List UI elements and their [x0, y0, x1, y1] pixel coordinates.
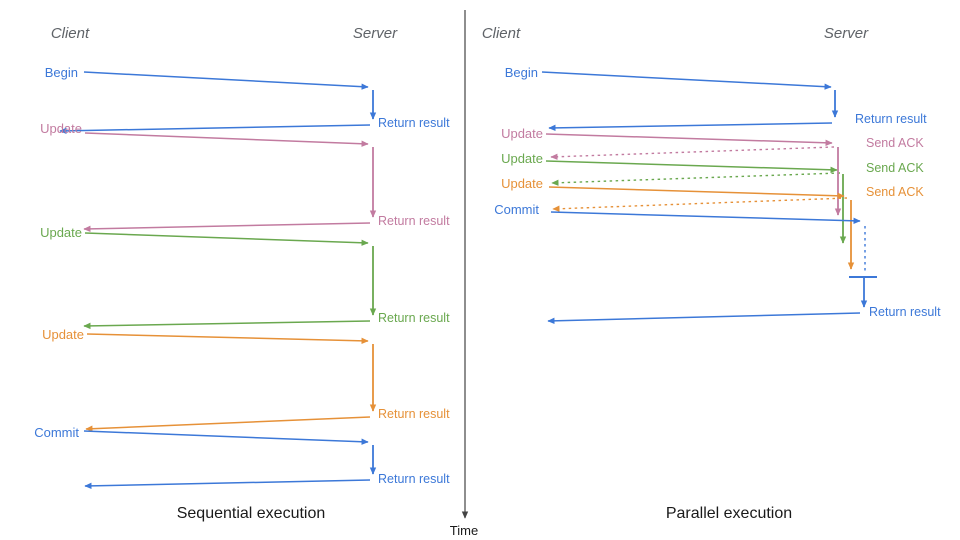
par-commit-return-line	[547, 312, 861, 325]
seq-op-label-update3: Update	[42, 327, 84, 342]
par-begin-return-line	[548, 122, 833, 132]
seq-return-label-5: Return result	[378, 472, 450, 486]
par-return-label-5: Return result	[869, 305, 941, 319]
par-op-label-begin: Begin	[505, 65, 538, 80]
seq-update3-request-line	[86, 333, 369, 345]
par-ack-label-2: Send ACK	[866, 161, 924, 175]
seq-commit-request-line	[83, 430, 369, 445]
par-op-label-update2: Update	[501, 151, 543, 166]
seq-return-label-1: Return result	[378, 116, 450, 130]
seq-return-label-3: Return result	[378, 311, 450, 325]
seq-begin-request-line	[83, 71, 369, 90]
par-ack-label-1: Send ACK	[866, 136, 924, 150]
seq-update3-return-line	[85, 416, 371, 432]
seq-update2-request-line	[84, 232, 369, 246]
seq-return-label-4: Return result	[378, 407, 450, 421]
par-return-label-1: Return result	[855, 112, 927, 126]
seq-op-label-update1: Update	[40, 121, 82, 136]
par-ack-label-3: Send ACK	[866, 185, 924, 199]
time-axis: Time	[450, 10, 478, 538]
par-server-header: Server	[824, 25, 869, 42]
par-update2-ack-line	[551, 172, 841, 186]
seq-op-label-begin: Begin	[45, 65, 78, 80]
par-client-header: Client	[482, 25, 521, 42]
par-op-label-update1: Update	[501, 126, 543, 141]
seq-return-label-2: Return result	[378, 214, 450, 228]
par-caption: Parallel execution	[666, 505, 792, 522]
seq-update1-return-line	[83, 222, 371, 233]
seq-client-header: Client	[51, 25, 90, 42]
seq-begin-return-line	[59, 124, 371, 135]
time-axis-label: Time	[450, 523, 478, 538]
parallel-panel: Client Server Begin Return result Update…	[482, 25, 941, 522]
seq-update1-request-line	[84, 132, 369, 147]
par-update3-request-line	[548, 186, 845, 200]
seq-server-header: Server	[353, 25, 398, 42]
par-op-label-commit: Commit	[494, 202, 539, 217]
seq-commit-return-line	[84, 479, 371, 490]
seq-update2-return-line	[83, 320, 371, 330]
par-update3-ack-line	[552, 197, 848, 212]
par-update2-request-line	[545, 160, 838, 173]
seq-caption: Sequential execution	[177, 505, 326, 522]
par-op-label-update3: Update	[501, 176, 543, 191]
par-commit-request-line	[550, 211, 861, 225]
par-begin-request-line	[541, 71, 832, 90]
par-update1-request-line	[545, 133, 833, 146]
seq-op-label-commit: Commit	[34, 425, 79, 440]
sequential-panel: Client Server Begin Return result Update…	[34, 25, 450, 522]
par-update1-ack-line	[550, 146, 835, 160]
seq-op-label-update2: Update	[40, 225, 82, 240]
